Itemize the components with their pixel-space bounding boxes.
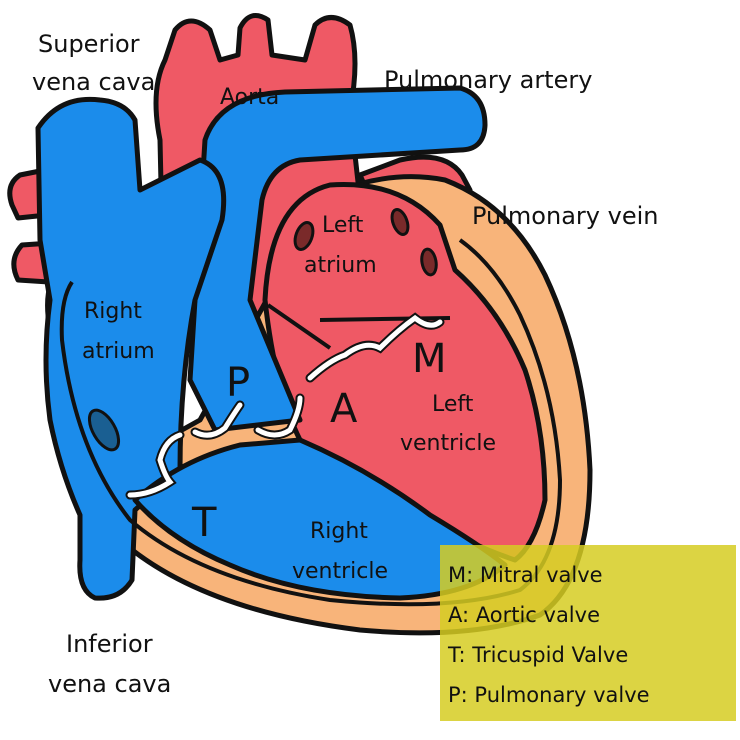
legend-item-tricuspid: T: Tricuspid Valve	[447, 643, 628, 667]
label-inferior-vena-cava-line2: vena cava	[48, 670, 171, 698]
label-superior-vena-cava-line2: vena cava	[32, 68, 155, 96]
pulmonary-artery-trunk	[187, 85, 488, 433]
label-pulmonary-artery: Pulmonary artery	[384, 66, 592, 94]
valve-letter-mitral: M	[412, 336, 447, 382]
valve-legend: M: Mitral valve A: Aortic valve T: Tricu…	[447, 563, 650, 707]
atrial-septum-line	[266, 303, 451, 350]
label-right-atrium-line2: atrium	[82, 339, 155, 364]
valve-letter-tricuspid: T	[191, 500, 217, 546]
aortic-valve	[255, 395, 303, 438]
valve-letter-pulmonary: P	[226, 360, 250, 406]
label-superior-vena-cava-line1: Superior	[38, 30, 140, 58]
label-left-ventricle-line2: ventricle	[400, 431, 496, 456]
mitral-valve	[307, 314, 443, 381]
label-right-ventricle-line1: Right	[310, 519, 368, 544]
valve-leaflets-fill	[127, 314, 443, 498]
inner-muscle-edge	[59, 238, 563, 607]
legend-item-aortic: A: Aortic valve	[448, 603, 600, 627]
label-left-atrium-line1: Left	[322, 213, 364, 238]
legend-highlight	[440, 545, 736, 721]
pulmonary-vein-opening-3	[420, 247, 438, 277]
pulmonary-vein-openings	[293, 208, 438, 277]
valve-letter-aortic: A	[330, 386, 358, 432]
pulmonary-valve	[192, 402, 243, 438]
label-right-ventricle-line2: ventricle	[292, 559, 388, 584]
label-left-atrium-line2: atrium	[304, 253, 377, 278]
label-left-ventricle-line1: Left	[432, 392, 474, 417]
label-pulmonary-vein: Pulmonary vein	[472, 202, 658, 230]
pulmonary-vein-opening-1	[293, 221, 315, 251]
legend-item-mitral: M: Mitral valve	[448, 563, 603, 587]
tricuspid-valve	[127, 432, 183, 498]
label-inferior-vena-cava-line1: Inferior	[66, 630, 153, 658]
label-aorta: Aorta	[220, 85, 279, 110]
vein-opening	[87, 408, 121, 452]
legend-item-pulmonary: P: Pulmonary valve	[448, 683, 650, 707]
pulmonary-vein-opening-2	[390, 208, 410, 236]
label-right-atrium-line1: Right	[84, 299, 142, 324]
